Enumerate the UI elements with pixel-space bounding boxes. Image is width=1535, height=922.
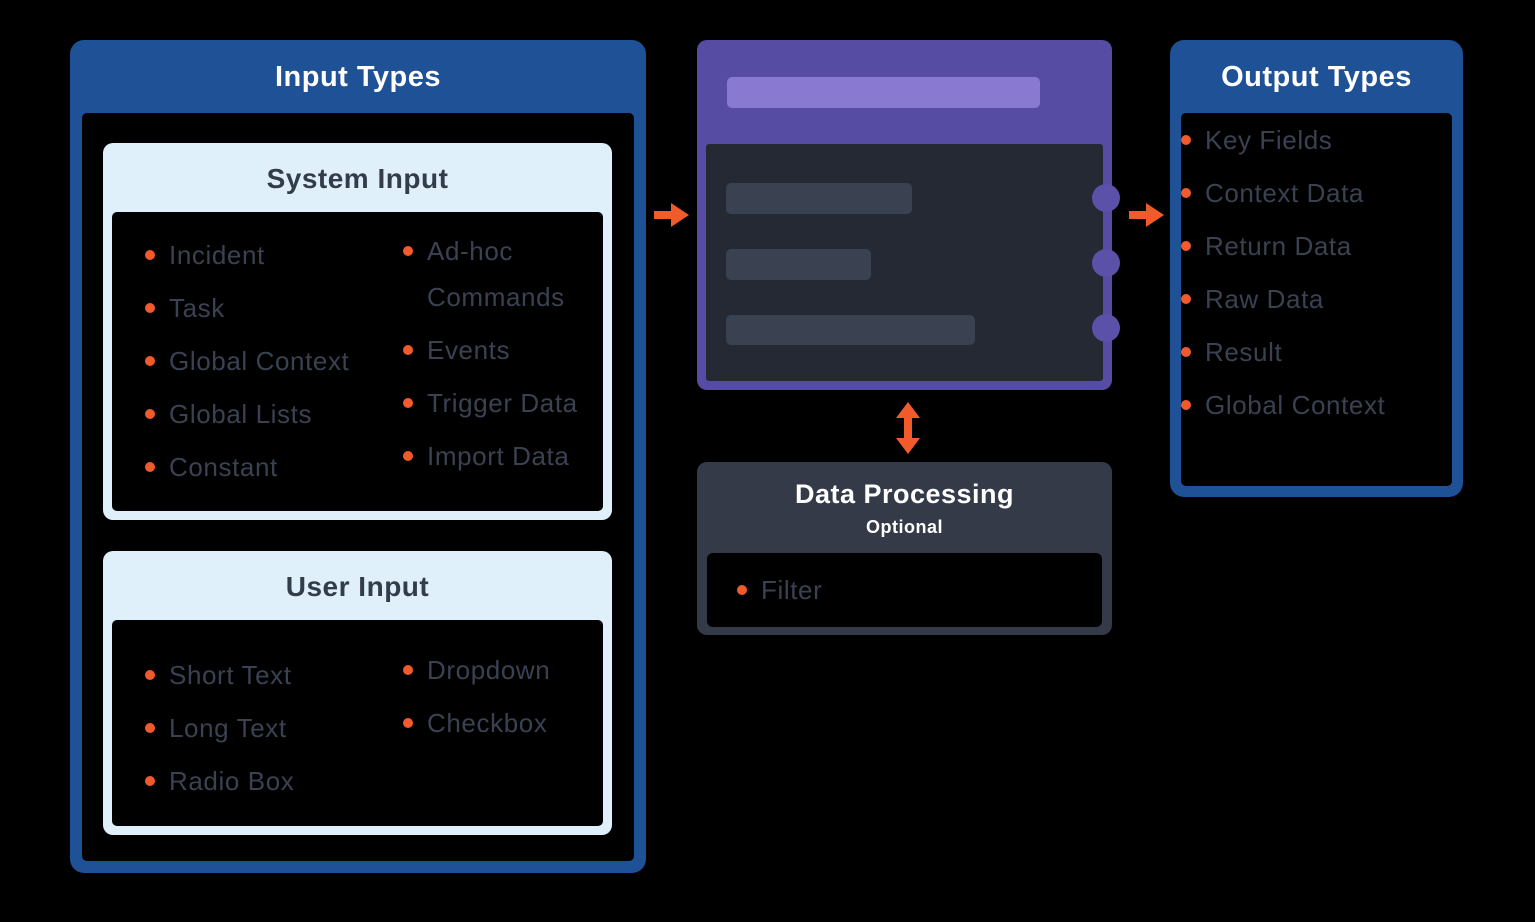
list-item-label: Long Text: [169, 712, 287, 743]
bullet-icon: [737, 584, 747, 595]
output-types-list: Key Fields Context Data Return Data Raw …: [1181, 113, 1452, 431]
bullet-icon: [1181, 293, 1191, 304]
system-input-list-area: Incident Task Global Context Global List…: [112, 212, 603, 511]
list-item-label: Global Lists: [169, 398, 313, 429]
list-item: Task: [145, 281, 403, 334]
node-connector-port: [1092, 249, 1120, 277]
list-item: Radio Box: [145, 754, 403, 807]
list-item: Global Context: [1181, 378, 1452, 431]
bullet-icon: [145, 355, 155, 366]
input-flow-arrow-icon: [652, 202, 690, 228]
bullet-icon: [1181, 134, 1191, 145]
list-item: Key Fields: [1181, 113, 1452, 166]
list-item: Context Data: [1181, 166, 1452, 219]
data-processing-box: Data Processing Optional Filter: [697, 462, 1112, 635]
list-item-label: Result: [1205, 336, 1283, 367]
bullet-icon: [145, 669, 155, 680]
node-text-placeholder: [726, 315, 975, 345]
user-input-title: User Input: [285, 571, 430, 602]
output-flow-arrow-icon: [1127, 202, 1165, 228]
user-input-list-area: Short Text Long Text Radio Box Dropdown …: [112, 620, 603, 826]
list-item-label: Filter: [761, 574, 823, 605]
input-types-title: Input Types: [274, 61, 442, 93]
data-processing-subtitle: Optional: [866, 517, 943, 537]
list-item: Events: [403, 323, 593, 376]
list-item-label: Events: [427, 334, 511, 365]
list-item-label: Return Data: [1205, 230, 1352, 261]
list-item-label: Ad-hoc Commands: [427, 235, 565, 312]
list-item-label: Raw Data: [1205, 283, 1324, 314]
list-item: Checkbox: [403, 696, 593, 749]
node-connector-port: [1092, 184, 1120, 212]
list-item-label: Context Data: [1205, 177, 1364, 208]
list-item: Global Lists: [145, 387, 403, 440]
bullet-icon: [403, 245, 413, 256]
list-item-label: Global Context: [1205, 389, 1386, 420]
node-connector-port: [1092, 314, 1120, 342]
list-item-label: Import Data: [427, 440, 570, 471]
list-item-label: Task: [169, 292, 225, 323]
user-input-card: User Input Short Text Long Text Radio Bo…: [103, 551, 612, 835]
system-input-title: System Input: [266, 163, 449, 194]
list-item: Dropdown: [403, 643, 593, 696]
output-types-title: Output Types: [1221, 61, 1412, 93]
list-item: Incident: [145, 228, 403, 281]
list-item-label: Radio Box: [169, 765, 295, 796]
data-processing-title: Data Processing: [794, 479, 1015, 509]
list-item: Result: [1181, 325, 1452, 378]
bullet-icon: [145, 775, 155, 786]
user-input-column-1: Short Text Long Text Radio Box: [145, 648, 403, 807]
input-types-body: System Input Incident Task Global Contex…: [82, 113, 634, 861]
input-types-panel: Input Types System Input Incident Task G…: [70, 40, 646, 873]
node-text-placeholder: [726, 183, 912, 214]
list-item-label: Constant: [169, 451, 278, 482]
node-title-placeholder: [727, 77, 1040, 108]
bullet-icon: [145, 408, 155, 419]
list-item-label: Short Text: [169, 659, 292, 690]
user-input-column-2: Dropdown Checkbox: [403, 643, 593, 749]
system-input-column-2: Ad-hoc Commands Events Trigger Data Impo…: [403, 224, 593, 482]
list-item-label: Incident: [169, 239, 265, 270]
bullet-icon: [1181, 187, 1191, 198]
list-item-label: Dropdown: [427, 654, 551, 685]
list-item: Constant: [145, 440, 403, 493]
bullet-icon: [145, 722, 155, 733]
list-item: Short Text: [145, 648, 403, 701]
list-item: Filter: [737, 563, 1102, 616]
output-types-body: Key Fields Context Data Return Data Raw …: [1181, 113, 1452, 486]
list-item: Global Context: [145, 334, 403, 387]
bullet-icon: [145, 302, 155, 313]
bullet-icon: [403, 397, 413, 408]
node-text-placeholder: [726, 249, 871, 280]
playbook-task-node: [697, 40, 1120, 390]
output-types-panel: Output Types Key Fields Context Data Ret…: [1170, 40, 1463, 497]
list-item: Trigger Data: [403, 376, 593, 429]
processing-flow-arrow-icon: [895, 402, 921, 454]
list-item: Long Text: [145, 701, 403, 754]
bullet-icon: [145, 249, 155, 260]
list-item-label: Checkbox: [427, 707, 548, 738]
data-processing-list: Filter: [737, 563, 1102, 616]
node-body: [706, 144, 1103, 381]
system-input-card: System Input Incident Task Global Contex…: [103, 143, 612, 520]
bullet-icon: [403, 717, 413, 728]
bullet-icon: [1181, 399, 1191, 410]
list-item-label: Global Context: [169, 345, 350, 376]
data-processing-list-area: Filter: [707, 553, 1102, 627]
list-item-label: Key Fields: [1205, 124, 1333, 155]
list-item: Ad-hoc Commands: [403, 224, 593, 323]
bullet-icon: [403, 450, 413, 461]
list-item-label: Trigger Data: [427, 387, 578, 418]
bullet-icon: [403, 344, 413, 355]
bullet-icon: [1181, 240, 1191, 251]
bullet-icon: [403, 664, 413, 675]
bullet-icon: [145, 461, 155, 472]
list-item: Return Data: [1181, 219, 1452, 272]
bullet-icon: [1181, 346, 1191, 357]
system-input-column-1: Incident Task Global Context Global List…: [145, 228, 403, 493]
list-item: Import Data: [403, 429, 593, 482]
list-item: Raw Data: [1181, 272, 1452, 325]
